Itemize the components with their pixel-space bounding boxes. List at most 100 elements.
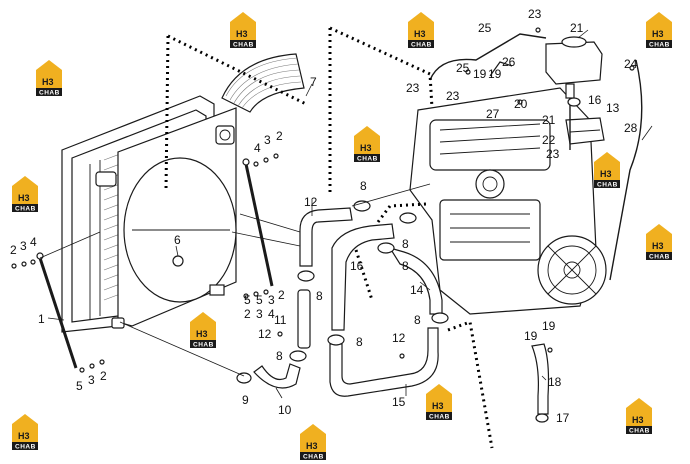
radiator-assembly	[61, 95, 237, 333]
engine-block	[409, 87, 607, 315]
brand-mark: H3	[652, 29, 664, 39]
brand-logo: H3 CHAB	[646, 12, 672, 49]
brand-logo: H3 CHAB	[300, 424, 326, 461]
brand-mark: H3	[306, 441, 318, 451]
assembly-lines	[164, 26, 494, 449]
callout: 19	[473, 67, 487, 81]
callout: 15	[392, 395, 406, 409]
callout: 2	[276, 129, 283, 143]
callout: 25	[478, 21, 492, 35]
hoses	[253, 33, 643, 415]
brand-logo: H3 CHAB	[36, 60, 62, 97]
fasteners	[11, 27, 635, 373]
callout: 2	[100, 369, 107, 383]
brand-text: CHAB	[411, 42, 432, 49]
callout: 10	[278, 403, 292, 417]
brand-text: CHAB	[649, 42, 670, 49]
brand-text: CHAB	[629, 428, 650, 435]
connector-lines	[39, 183, 431, 377]
callouts: 1 2 3 4 2 3 4 2 3 4 5 5 3 2 5 3 2 6 7 8 …	[10, 7, 638, 425]
callout: 19	[488, 67, 502, 81]
brand-logo: H3 CHAB	[230, 12, 256, 49]
callout: 16	[350, 259, 364, 273]
callout: 11	[274, 313, 287, 327]
brand-text: CHAB	[357, 156, 378, 163]
brand-logo: H3 CHAB	[646, 224, 672, 261]
callout: 4	[254, 141, 261, 155]
callout: 7	[310, 75, 317, 89]
callout: 3	[268, 293, 275, 307]
callout: 1	[38, 312, 45, 326]
brand-text: CHAB	[15, 206, 36, 213]
brand-mark: H3	[600, 169, 612, 179]
callout: 3	[264, 133, 271, 147]
callout: 8	[402, 259, 409, 273]
callout: 8	[276, 349, 283, 363]
brand-logo: H3 CHAB	[190, 312, 216, 349]
callout: 8	[316, 289, 323, 303]
brand-text: CHAB	[193, 342, 214, 349]
callout: 8	[356, 335, 363, 349]
brand-mark: H3	[196, 329, 208, 339]
callout: 2	[278, 288, 285, 302]
brand-mark: H3	[432, 401, 444, 411]
brand-text: CHAB	[597, 182, 618, 189]
brand-logo: H3 CHAB	[426, 384, 452, 421]
brand-mark: H3	[652, 241, 664, 251]
callout: 14	[410, 283, 424, 297]
brand-logo: H3 CHAB	[594, 152, 620, 189]
callout: 24	[624, 57, 638, 71]
callout: 4	[30, 235, 37, 249]
callout: 9	[242, 393, 249, 407]
callout: 19	[542, 319, 556, 333]
callout: 23	[528, 7, 542, 21]
callout: 8	[360, 179, 367, 193]
callout: 3	[88, 373, 95, 387]
callout: 3	[20, 239, 27, 253]
brand-mark: H3	[42, 77, 54, 87]
callout: 4	[268, 307, 275, 321]
brand-logo: H3 CHAB	[408, 12, 434, 49]
brand-mark: H3	[414, 29, 426, 39]
brand-text: CHAB	[39, 90, 60, 97]
clamps	[236, 97, 581, 423]
callout: 2	[10, 243, 17, 257]
brand-mark: H3	[632, 415, 644, 425]
brand-logo: H3 CHAB	[354, 126, 380, 163]
callout: 5	[76, 379, 83, 393]
brand-text: CHAB	[649, 254, 670, 261]
callout: 25	[456, 61, 470, 75]
tank-bracket	[565, 117, 605, 145]
brand-logo: H3 CHAB	[12, 414, 38, 451]
callout: 2	[244, 307, 251, 321]
callout: 13	[606, 101, 620, 115]
brand-text: CHAB	[233, 42, 254, 49]
callout: 19	[524, 329, 538, 343]
callout: 12	[304, 195, 318, 209]
callout: 5	[244, 293, 251, 307]
brand-mark: H3	[18, 431, 30, 441]
brand-text: CHAB	[15, 444, 36, 451]
callout: 8	[414, 313, 421, 327]
brand-mark: H3	[18, 193, 30, 203]
callout: 12	[258, 327, 272, 341]
callout: 12	[392, 331, 406, 345]
callout: 5	[256, 293, 263, 307]
callout: 16	[588, 93, 602, 107]
callout: 21	[542, 113, 556, 127]
callout: 27	[486, 107, 500, 121]
callout: 26	[502, 55, 516, 69]
brand-logo: H3 CHAB	[12, 176, 38, 213]
callout: 18	[548, 375, 562, 389]
brand-text: CHAB	[429, 414, 450, 421]
callout: 8	[402, 237, 409, 251]
leader-lines	[47, 29, 653, 399]
fan-guard	[221, 53, 305, 113]
callout: 20	[514, 97, 528, 111]
callout: 17	[556, 411, 570, 425]
brand-mark: H3	[360, 143, 372, 153]
callout: 23	[406, 81, 420, 95]
callout: 3	[256, 307, 263, 321]
